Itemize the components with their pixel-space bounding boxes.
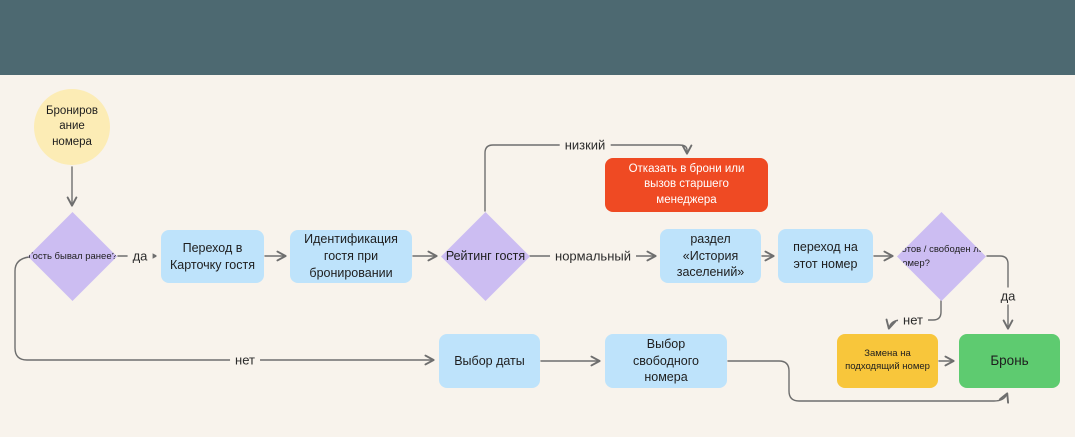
node-guest-identification[interactable]: Идентификация гостя при бронировании <box>290 230 412 283</box>
node-guest-visited-before[interactable]: Гость бывал ранее? <box>28 212 117 301</box>
edge-label-room-yes[interactable]: да <box>995 287 1021 305</box>
node-go-to-room[interactable]: переход на этот номер <box>778 229 873 283</box>
node-open-guest-card-label: Переход в Карточку гостя <box>170 240 255 272</box>
node-guest-rating-label: Рейтинг гостя <box>445 249 526 264</box>
node-start[interactable]: Бронирование номера <box>34 89 110 165</box>
node-booking[interactable]: Бронь <box>959 334 1060 388</box>
node-room-ready-label: Готов / свободен ли номер? <box>897 243 985 269</box>
node-choose-free-room-label: Выбор свободного номера <box>633 336 699 385</box>
edge-label-rating-low[interactable]: низкий <box>559 136 611 154</box>
node-guest-rating[interactable]: Рейтинг гостя <box>441 212 530 301</box>
node-stay-history-section-label: раздел «История заселений» <box>676 231 745 280</box>
node-choose-free-room[interactable]: Выбор свободного номера <box>605 334 727 388</box>
node-choose-date-label: Выбор даты <box>454 353 525 368</box>
node-start-label: Бронирование номера <box>45 104 98 148</box>
node-stay-history-section[interactable]: раздел «История заселений» <box>660 229 761 283</box>
node-refuse-booking-label: Отказать в брони или вызов старшего мене… <box>628 162 745 206</box>
edge-label-room-no[interactable]: нет <box>898 311 928 329</box>
node-room-ready[interactable]: Готов / свободен ли номер? <box>897 212 986 301</box>
header-bar <box>0 0 1075 75</box>
edge-label-rating-normal[interactable]: нормальный <box>550 247 636 265</box>
node-booking-label: Бронь <box>990 352 1029 368</box>
edge-label-guest-yes[interactable]: да <box>127 247 153 265</box>
node-guest-visited-before-label: Гость бывал ранее? <box>28 250 117 262</box>
edge-label-guest-no[interactable]: нет <box>230 351 260 369</box>
node-replace-room[interactable]: Замена на подходящий номер <box>837 334 938 388</box>
node-guest-identification-label: Идентификация гостя при бронировании <box>304 232 398 280</box>
node-replace-room-label: Замена на подходящий номер <box>845 348 930 372</box>
node-refuse-booking[interactable]: Отказать в брони или вызов старшего мене… <box>605 158 768 212</box>
node-go-to-room-label: переход на этот номер <box>793 240 858 271</box>
node-open-guest-card[interactable]: Переход в Карточку гостя <box>161 230 264 283</box>
node-choose-date[interactable]: Выбор даты <box>439 334 540 388</box>
